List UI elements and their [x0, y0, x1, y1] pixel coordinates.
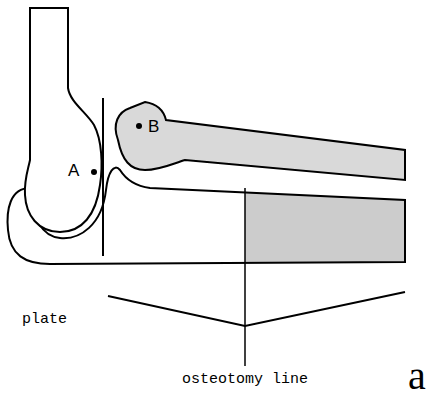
plate-label: plate — [22, 312, 67, 327]
plate-line — [102, 98, 104, 256]
point-label: A — [68, 162, 79, 179]
osteotomy-label: osteotomy line — [182, 372, 308, 387]
panel-letter: a — [408, 356, 426, 396]
ulna-shading — [245, 168, 405, 264]
point-a — [91, 169, 97, 175]
leader-lines — [108, 292, 405, 326]
point-label: B — [148, 118, 159, 135]
radius — [116, 102, 405, 180]
point-b — [136, 123, 142, 129]
humerus — [25, 8, 102, 232]
osteotomy-line — [244, 188, 246, 366]
